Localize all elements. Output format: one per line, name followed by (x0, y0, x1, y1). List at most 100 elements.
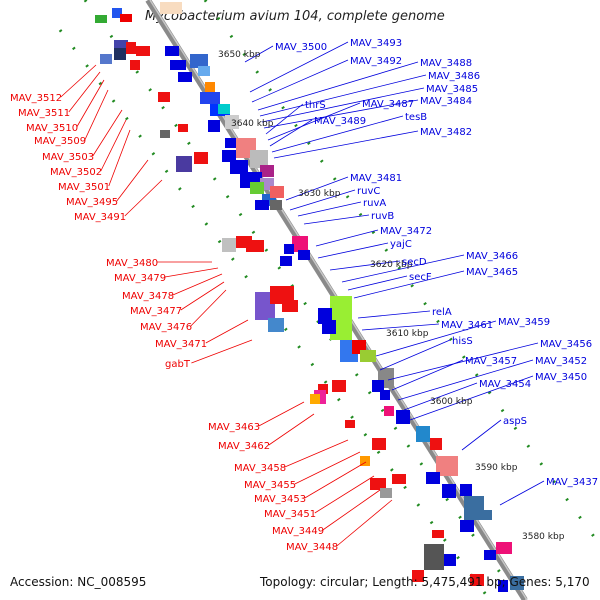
gene-label-forward[interactable]: MAV_3437 (546, 477, 598, 488)
gene-feature-78[interactable] (464, 496, 484, 520)
gene-feature-9[interactable] (130, 60, 140, 70)
gene-feature-17[interactable] (158, 92, 170, 102)
gene-feature-86[interactable] (498, 580, 508, 592)
gene-feature-81[interactable] (424, 544, 444, 570)
gene-label-reverse[interactable]: MAV_3501 (58, 182, 110, 193)
gene-label-forward[interactable]: MAV_3488 (420, 58, 472, 69)
gene-label-forward[interactable]: secF (409, 272, 432, 283)
gene-feature-29[interactable] (230, 160, 248, 174)
gene-feature-79[interactable] (480, 510, 492, 520)
gene-label-reverse[interactable]: MAV_3503 (42, 152, 94, 163)
gene-feature-89[interactable] (412, 570, 424, 582)
gene-label-reverse[interactable]: MAV_3510 (26, 123, 78, 134)
gene-feature-22[interactable] (160, 130, 170, 138)
gene-feature-49[interactable] (268, 318, 284, 332)
gene-label-forward[interactable]: MAV_3452 (535, 356, 587, 367)
gene-label-forward[interactable]: MAV_3450 (535, 372, 587, 383)
gene-label-reverse[interactable]: MAV_3495 (66, 197, 118, 208)
gene-label-forward[interactable]: tesB (405, 112, 427, 123)
gene-feature-7[interactable] (136, 46, 150, 56)
gene-feature-21[interactable] (208, 120, 220, 132)
gene-feature-64[interactable] (384, 406, 394, 416)
gene-feature-41[interactable] (246, 240, 264, 252)
gene-label-forward[interactable]: relA (432, 307, 452, 318)
gene-feature-65[interactable] (396, 410, 410, 424)
gene-label-forward[interactable]: MAV_3489 (314, 116, 366, 127)
gene-feature-2[interactable] (120, 14, 132, 22)
gene-feature-5[interactable] (114, 48, 126, 60)
gene-feature-72[interactable] (392, 474, 406, 484)
gene-feature-36[interactable] (270, 200, 282, 210)
gene-feature-0[interactable] (95, 15, 107, 23)
gene-feature-67[interactable] (372, 438, 386, 450)
gene-feature-20[interactable] (225, 115, 239, 129)
gene-label-reverse[interactable]: MAV_3480 (106, 258, 158, 269)
gene-feature-57[interactable] (332, 380, 346, 392)
gene-feature-77[interactable] (460, 484, 472, 496)
gene-label-forward[interactable]: MAV_3457 (465, 356, 517, 367)
gene-label-reverse[interactable]: MAV_3478 (122, 291, 174, 302)
gene-feature-48[interactable] (282, 300, 298, 312)
gene-feature-47[interactable] (270, 286, 294, 304)
gene-label-reverse[interactable]: MAV_3491 (74, 212, 126, 223)
gene-feature-75[interactable] (426, 472, 440, 484)
gene-feature-66[interactable] (416, 426, 430, 442)
gene-feature-11[interactable] (170, 60, 186, 70)
gene-feature-84[interactable] (496, 542, 512, 554)
gene-label-forward[interactable]: MAV_3493 (350, 38, 402, 49)
gene-feature-70[interactable] (370, 478, 386, 490)
gene-feature-56[interactable] (318, 384, 328, 394)
gene-label-reverse[interactable]: MAV_3477 (130, 306, 182, 317)
gene-label-forward[interactable]: ruvA (363, 198, 386, 209)
gene-feature-83[interactable] (444, 554, 456, 566)
gene-feature-14[interactable] (178, 72, 192, 82)
gene-feature-23[interactable] (178, 124, 188, 132)
gene-feature-63[interactable] (380, 390, 390, 400)
gene-feature-8[interactable] (100, 54, 112, 64)
gene-feature-3[interactable] (160, 2, 182, 14)
gene-label-reverse[interactable]: MAV_3448 (286, 542, 338, 553)
gene-feature-13[interactable] (198, 66, 210, 76)
gene-feature-43[interactable] (284, 244, 294, 254)
gene-label-forward[interactable]: aspS (503, 416, 527, 427)
gene-feature-26[interactable] (250, 150, 268, 168)
gene-feature-60[interactable] (345, 420, 355, 428)
gene-label-forward[interactable]: MAV_3456 (540, 339, 592, 350)
gene-feature-59[interactable] (310, 394, 320, 404)
gene-label-reverse[interactable]: MAV_3449 (272, 526, 324, 537)
gene-feature-73[interactable] (430, 438, 442, 450)
gene-feature-88[interactable] (470, 574, 484, 586)
gene-feature-52[interactable] (322, 320, 336, 334)
gene-label-forward[interactable]: MAV_3472 (380, 226, 432, 237)
gene-label-reverse[interactable]: MAV_3462 (218, 441, 270, 452)
gene-feature-85[interactable] (484, 550, 496, 560)
gene-label-forward[interactable]: MAV_3492 (350, 56, 402, 67)
gene-label-forward[interactable]: hisS (452, 336, 473, 347)
gene-feature-27[interactable] (260, 165, 274, 177)
gene-label-forward[interactable]: MAV_3461 (441, 320, 493, 331)
gene-label-forward[interactable]: MAV_3454 (479, 379, 531, 390)
gene-feature-19[interactable] (218, 104, 230, 114)
gene-feature-44[interactable] (298, 250, 310, 260)
gene-feature-42[interactable] (292, 236, 308, 252)
gene-label-forward[interactable]: MAV_3484 (420, 96, 472, 107)
gene-label-forward[interactable]: MAV_3486 (428, 71, 480, 82)
gene-label-forward[interactable]: yajC (390, 239, 412, 250)
gene-feature-15[interactable] (205, 82, 215, 92)
gene-label-reverse[interactable]: MAV_3512 (10, 93, 62, 104)
gene-feature-68[interactable] (360, 456, 370, 466)
gene-feature-45[interactable] (280, 256, 292, 266)
gene-feature-74[interactable] (436, 456, 458, 476)
gene-label-forward[interactable]: thrS (305, 100, 326, 111)
gene-feature-76[interactable] (442, 484, 456, 498)
gene-feature-24[interactable] (225, 138, 237, 148)
gene-feature-62[interactable] (372, 380, 384, 392)
gene-label-forward[interactable]: ruvC (357, 186, 380, 197)
gene-label-reverse[interactable]: MAV_3451 (264, 509, 316, 520)
gene-label-reverse[interactable]: MAV_3511 (18, 108, 70, 119)
gene-label-forward[interactable]: MAV_3459 (498, 317, 550, 328)
gene-label-reverse[interactable]: MAV_3479 (114, 273, 166, 284)
gene-feature-10[interactable] (165, 46, 179, 56)
gene-label-forward[interactable]: secD (402, 257, 427, 268)
gene-feature-69[interactable] (376, 464, 388, 474)
